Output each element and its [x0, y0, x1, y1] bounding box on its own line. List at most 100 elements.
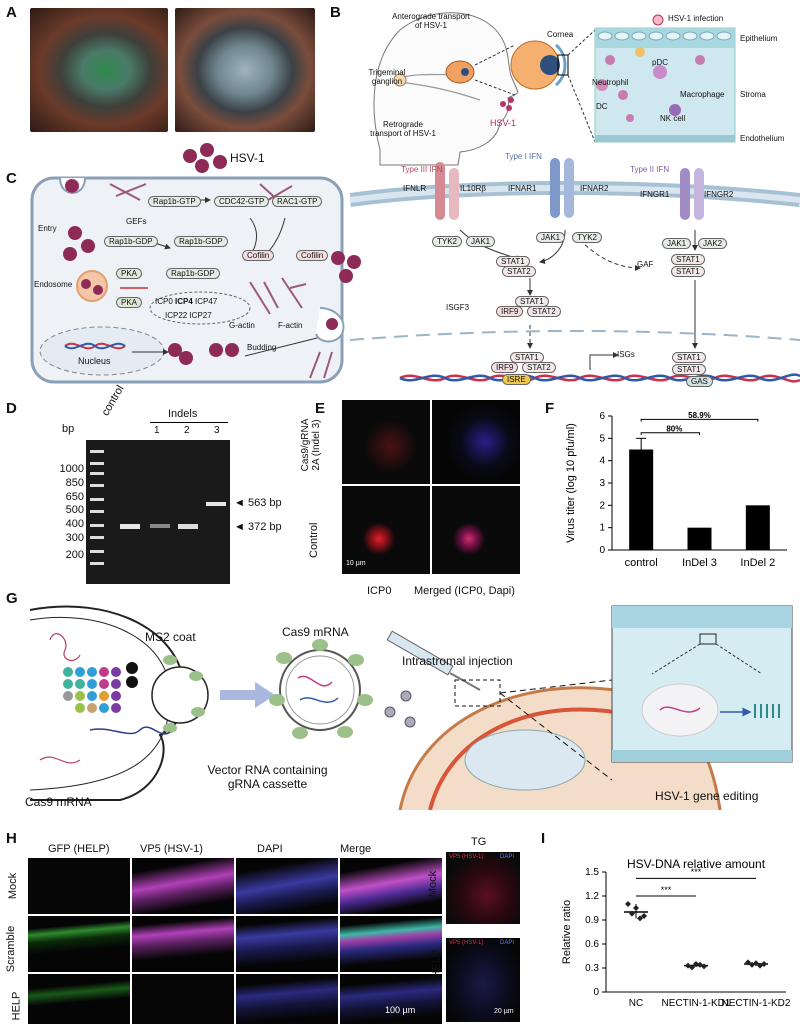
icp-list-2: ICP22 ICP27 [165, 311, 212, 320]
label-il10rb: IL10Rβ [460, 184, 486, 193]
jak1-b3: JAK1 [662, 238, 692, 249]
label-type1-ifn: Type I IFN [505, 152, 542, 161]
i-point-1-1 [689, 964, 695, 971]
label-cornea: Cornea [547, 30, 574, 39]
stat1-gaf2: STAT1 [671, 266, 705, 277]
label-isgs: ISGs [617, 350, 635, 359]
i-y-axis-label: Relative ratio [561, 900, 573, 964]
label-retrograde: Retrograde transport of HSV-1 [370, 120, 436, 138]
cornea-photo-opacity [175, 8, 315, 132]
h-mock-gfp [28, 858, 130, 914]
h-help-vp5 [132, 974, 234, 1024]
label-dc: DC [596, 102, 608, 111]
i-point-2-4 [761, 961, 767, 967]
jak2-b3: JAK2 [698, 238, 728, 249]
label-infection: HSV-1 infection [668, 14, 724, 23]
rac1-gtp: RAC1-GTP [272, 196, 323, 207]
label-entry: Entry [38, 224, 57, 233]
stat1-gaf1: STAT1 [671, 254, 705, 265]
i-y-tick-label: 0.6 [585, 939, 599, 950]
label-vector-rna: Vector RNA containing gRNA cassette [207, 763, 328, 791]
i-y-tick-label: 1.2 [585, 891, 599, 902]
hsv-dna-dot-plot: HSV-DNA relative amount00.30.60.91.21.5N… [561, 857, 791, 1009]
rap1b-gdp-1: Rap1b-GDP [104, 236, 158, 247]
i-y-tick-label: 1.5 [585, 867, 599, 878]
irf9-isre: IRF9 [491, 362, 519, 373]
label-anterograde: Anterograde transport of HSV-1 [392, 12, 470, 30]
tg-row-help: HELP [430, 949, 443, 979]
eye-icon [445, 60, 475, 84]
label-cas9-mrna-bottom: Cas9 mRNA [25, 795, 92, 809]
i-point-0-4 [641, 913, 647, 919]
lane-1-label: 1 [154, 425, 160, 436]
panel-letter-g: G [6, 590, 18, 607]
icp-list-1: ICP0 ICP4 ICP47 [155, 297, 217, 306]
h-mock-dapi [236, 858, 338, 914]
i-point-0-1 [629, 910, 635, 917]
rap1b-gtp: Rap1b-GTP [148, 196, 201, 207]
label-isgf3: ISGF3 [446, 303, 470, 312]
i-sig-2: *** [691, 867, 702, 877]
label-ifngr1: IFNGR1 [640, 190, 670, 199]
label-endosome: Endosome [34, 280, 73, 289]
tg-row-mock: Mock [427, 870, 440, 898]
label-cas9-mrna-top: Cas9 mRNA [282, 625, 349, 639]
panel-letter-f: F [545, 400, 555, 417]
band-label-372: ◄ 372 bp [234, 521, 282, 533]
rap1b-gdp-2: Rap1b-GDP [174, 236, 228, 247]
h-col-vp5: VP5 (HSV-1) [140, 843, 203, 855]
band-control [120, 524, 140, 529]
i-point-1-2 [693, 961, 699, 967]
tg-help-dapi: DAPI [500, 940, 515, 946]
tyk2-b1: TYK2 [432, 236, 463, 247]
tg-mock-image: VP5 (HSV-1) DAPI [446, 852, 520, 924]
lane-2-label: 2 [184, 425, 190, 436]
h-scramble-dapi [236, 916, 338, 972]
i-point-2-0 [745, 959, 751, 966]
e-icp0-indel3 [342, 400, 430, 484]
f-annotation-589: 58.9% [688, 411, 711, 420]
h-scramble-vp5 [132, 916, 234, 972]
e-icp0-control [342, 486, 430, 574]
f-bar-1 [687, 527, 712, 550]
i-x-label-1: NECTIN-1-KD1 [662, 998, 731, 1009]
jak1-b2: JAK1 [536, 232, 566, 243]
panel-letter-h: H [6, 830, 17, 847]
f-bar-2 [745, 505, 770, 550]
panel-g-illustration [29, 605, 793, 810]
stat1-gas1: STAT1 [672, 352, 706, 363]
irf9-isgf3: IRF9 [496, 306, 524, 317]
icp0: ICP0 [155, 297, 176, 306]
panel-letter-d: D [6, 400, 17, 417]
h-col-dapi: DAPI [257, 843, 283, 855]
panel-letter-c: C [6, 170, 17, 187]
h-scramble-gfp [28, 916, 130, 972]
cofilin-2: Cofilin [296, 250, 329, 261]
tg-help-image: VP5 (HSV-1) DAPI 20 µm [446, 938, 520, 1022]
label-gefs: GEFs [126, 217, 147, 226]
f-x-label-1: InDel 3 [682, 557, 717, 569]
label-neutrophil: Neutrophil [592, 78, 629, 87]
i-y-tick-label: 0.3 [585, 963, 599, 974]
ladder-500: 500 [65, 504, 84, 517]
tg-mock-vp5: VP5 (HSV-1) [449, 854, 484, 860]
i-point-2-1 [749, 961, 755, 968]
stat2-isgf3: STAT2 [527, 306, 561, 317]
f-annotation-80: 80% [666, 425, 682, 434]
stat1-gas2: STAT1 [672, 364, 706, 375]
cdc42-gtp: CDC42-GTP [214, 196, 270, 207]
label-type2-ifn: Type II IFN [630, 165, 670, 174]
ladder-1000: 1000 [59, 463, 84, 475]
h-row-scramble: Scramble [5, 925, 18, 973]
tg-label: TG [471, 836, 487, 848]
label-ifnar2: IFNAR2 [580, 184, 609, 193]
i-point-0-3 [637, 915, 643, 922]
i-x-label-2: NECTIN-1-KD2 [722, 998, 791, 1009]
ladder-200: 200 [65, 548, 84, 561]
pka-1: PKA [116, 268, 143, 279]
label-bp: bp [62, 423, 75, 435]
label-gaf: GAF [637, 260, 654, 269]
label-pdc: pDC [652, 58, 669, 67]
band-indel3 [206, 502, 226, 506]
label-type3-ifn: Type III IFN [401, 165, 443, 174]
